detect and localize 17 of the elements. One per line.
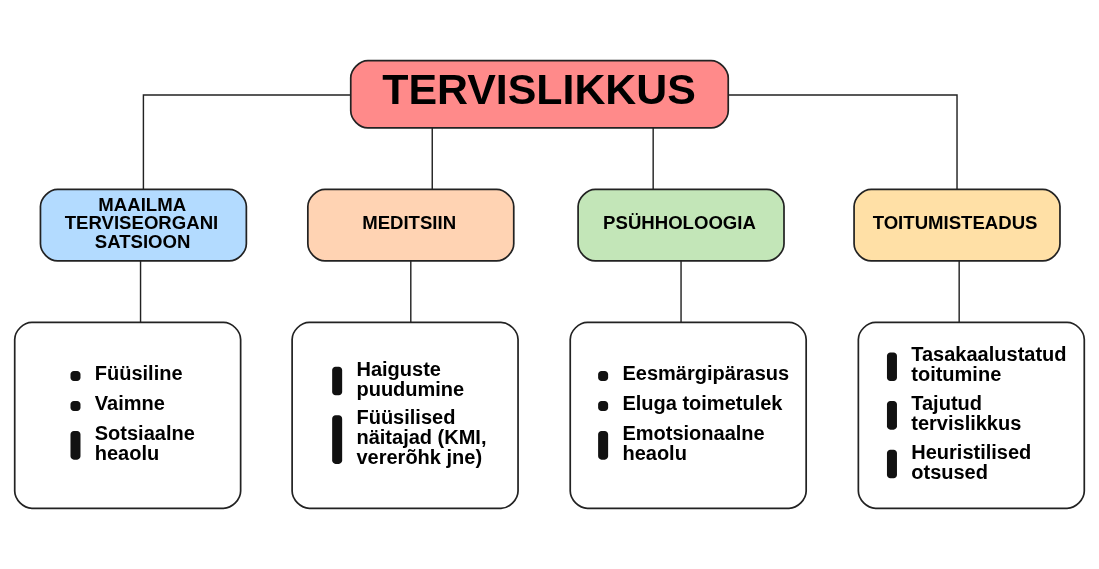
connector bbox=[410, 260, 412, 324]
node-box: MAAILMA TERVISEORGANI SATSIOON bbox=[39, 188, 248, 262]
node-box: Füüsiline Vaimne Sotsiaalne heaolu bbox=[13, 321, 242, 510]
node-box: Eesmärgipärasus Eluga toimetulek Emotsionaalne heaolu bbox=[569, 321, 808, 510]
node-box: MEDITSIIN bbox=[307, 188, 515, 262]
connector bbox=[728, 94, 958, 190]
connector bbox=[958, 260, 960, 324]
connector bbox=[652, 127, 654, 190]
node-box: Haiguste puudumine Füüsilised näitajad (KMI, vererõhk jne) bbox=[291, 321, 519, 510]
node-box: TOITUMISTEADUS bbox=[853, 188, 1061, 262]
node-box: TERVISLIKKUS bbox=[349, 59, 730, 129]
node-box: PSÜHHOLOOGIA bbox=[577, 188, 785, 262]
connector bbox=[142, 94, 352, 190]
connector bbox=[680, 260, 682, 324]
connector bbox=[139, 260, 142, 324]
connector bbox=[431, 127, 433, 190]
node-box: Tasakaalustatud toitumine Tajutud tervislikkus Heuristilised otsused bbox=[857, 321, 1086, 510]
